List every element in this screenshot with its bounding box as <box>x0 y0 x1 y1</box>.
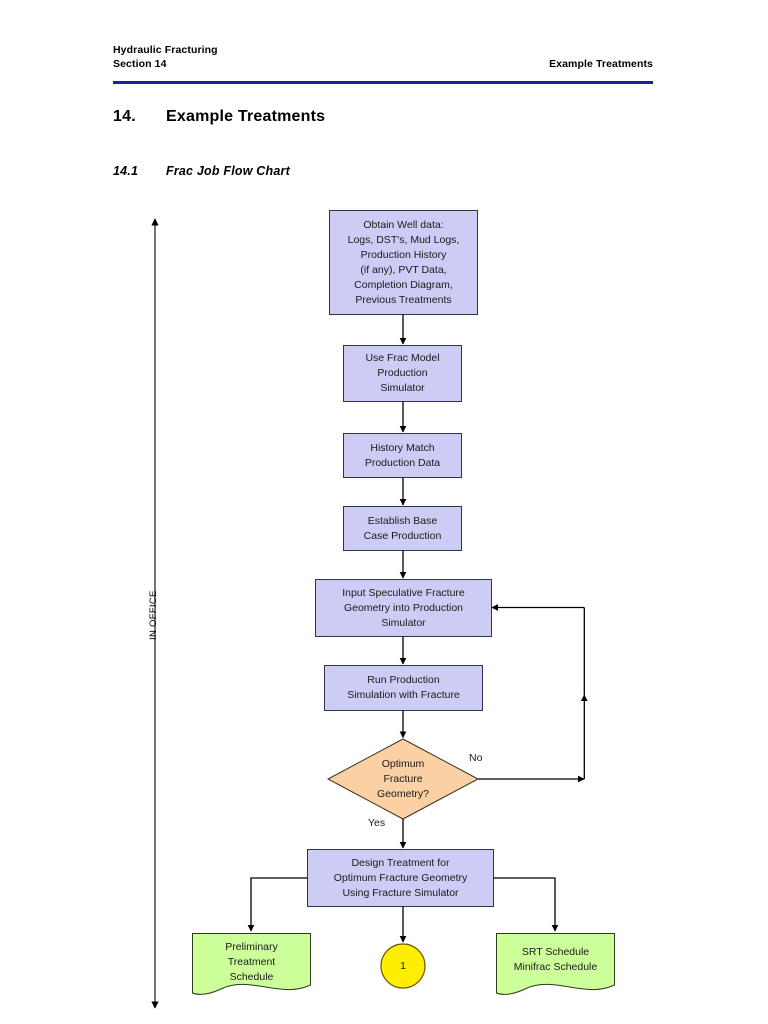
edge-label-no: No <box>469 752 483 764</box>
node-preliminary-treatment-schedule-shape[interactable] <box>192 933 311 995</box>
node-optimum-fracture-geometry[interactable]: Optimum Fracture Geometry? <box>340 751 466 807</box>
header-left-block: Hydraulic Fracturing Section 14 <box>113 44 218 71</box>
edge-design-to-preliminary-schedule <box>247 877 308 932</box>
node-obtain-well-data-shape[interactable] <box>329 210 478 315</box>
node-use-frac-model[interactable]: Use Frac Model Production Simulator <box>343 345 462 402</box>
node-preliminary-treatment-schedule-label: Preliminary Treatment Schedule <box>225 940 278 983</box>
node-use-frac-model-shape[interactable] <box>343 345 462 402</box>
in-office-axis-label: IN OFFICE <box>148 590 159 640</box>
chapter-text: Example Treatments <box>166 108 326 125</box>
node-history-match-label: History Match Production Data <box>364 441 441 469</box>
node-history-match-shape[interactable] <box>343 433 462 478</box>
node-connector-one-shape[interactable] <box>380 943 426 989</box>
header-section-label: Section 14 <box>113 57 167 70</box>
node-design-treatment-label: Design Treatment for Optimum Fracture Ge… <box>333 856 468 899</box>
header-doc-title: Hydraulic Fracturing <box>113 44 218 56</box>
node-history-match[interactable]: History Match Production Data <box>343 433 462 478</box>
node-establish-base-case[interactable]: Establish Base Case Production <box>343 506 462 551</box>
node-connector-one[interactable]: 1 <box>381 944 425 988</box>
node-establish-base-case-label: Establish Base Case Production <box>363 514 442 542</box>
edge-design-to-srt-schedule <box>493 877 559 932</box>
page-header: Hydraulic Fracturing Section 14 Example … <box>113 44 653 78</box>
node-obtain-well-data[interactable]: Obtain Well data: Logs, DST's, Mud Logs,… <box>329 210 478 315</box>
node-srt-schedule[interactable]: SRT Schedule Minifrac Schedule <box>496 938 615 982</box>
section-number: 14.1 <box>113 164 139 178</box>
node-run-production-simulation[interactable]: Run Production Simulation with Fracture <box>324 665 483 711</box>
header-divider <box>113 81 653 84</box>
node-design-treatment[interactable]: Design Treatment for Optimum Fracture Ge… <box>307 849 494 907</box>
node-srt-schedule-label: SRT Schedule Minifrac Schedule <box>513 946 598 973</box>
node-obtain-well-data-label: Obtain Well data: Logs, DST's, Mud Logs,… <box>347 218 460 306</box>
node-run-production-simulation-label: Run Production Simulation with Fracture <box>347 674 460 701</box>
flow-edges <box>247 314 588 943</box>
chapter-number: 14. <box>113 108 136 125</box>
section-text: Frac Job Flow Chart <box>166 164 290 178</box>
node-preliminary-treatment-schedule[interactable]: Preliminary Treatment Schedule <box>192 936 311 988</box>
node-input-speculative-fracture[interactable]: Input Speculative Fracture Geometry into… <box>315 579 492 637</box>
node-optimum-fracture-geometry-label: Optimum Fracture Geometry? <box>377 757 429 800</box>
node-input-speculative-fracture-shape[interactable] <box>315 579 492 637</box>
section-heading: 14.1 Frac Job Flow Chart <box>113 164 290 178</box>
header-right-title: Example Treatments <box>549 57 653 70</box>
node-srt-schedule-shape[interactable] <box>496 933 615 995</box>
node-connector-one-label: 1 <box>400 959 406 972</box>
page-title: 14. Example Treatments <box>113 108 325 126</box>
edge-label-yes: Yes <box>368 817 386 829</box>
node-use-frac-model-label: Use Frac Model Production Simulator <box>365 352 440 394</box>
node-input-speculative-fracture-label: Input Speculative Fracture Geometry into… <box>342 586 465 629</box>
